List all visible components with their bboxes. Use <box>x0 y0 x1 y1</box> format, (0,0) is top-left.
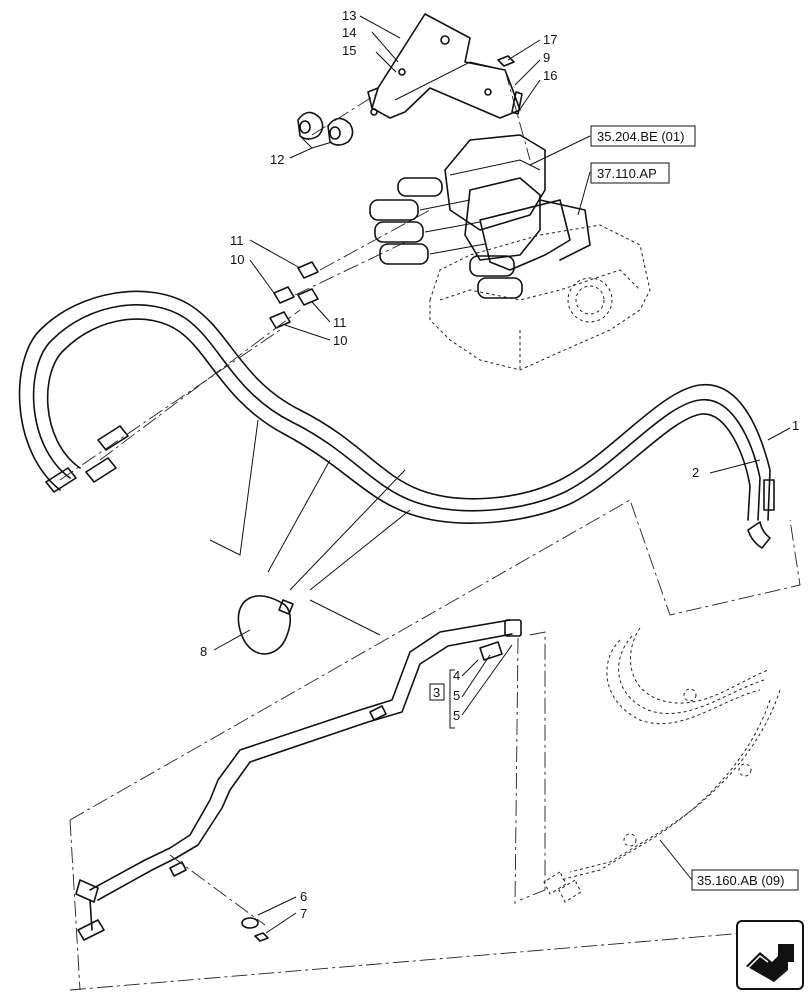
callout-16: 16 <box>543 68 557 83</box>
callout-numbers: 13 14 15 12 17 9 16 11 10 11 10 1 2 8 4 … <box>200 8 799 921</box>
alternate-hose-view <box>543 627 781 903</box>
callout-2: 2 <box>692 465 699 480</box>
bolt-and-nut <box>497 55 523 115</box>
strap-indicators <box>209 419 411 636</box>
next-page-button[interactable] <box>736 920 804 990</box>
callout-10-bottom: 10 <box>333 333 347 348</box>
rigid-pipe <box>75 619 522 941</box>
callout-12: 12 <box>270 152 284 167</box>
callout-10-top: 10 <box>230 252 244 267</box>
callout-8: 8 <box>200 644 207 659</box>
callout-4: 4 <box>453 668 460 683</box>
washer-and-nut <box>241 917 269 942</box>
callout-3: 3 <box>433 685 440 700</box>
callout-13: 13 <box>342 8 356 23</box>
alignment-lines <box>59 69 801 991</box>
callout-5-second: 5 <box>453 708 460 723</box>
callout-11-bottom: 11 <box>333 315 347 330</box>
ref-35-204-be[interactable]: 35.204.BE (01) <box>590 125 696 147</box>
callout-9: 9 <box>543 50 550 65</box>
next-page-arrow-icon <box>746 944 794 982</box>
callout-14: 14 <box>342 25 356 40</box>
ref-37-110-ap-label: 37.110.AP <box>597 166 657 181</box>
mounting-bracket <box>367 13 521 119</box>
callout-leaders <box>213 15 791 934</box>
hose-strap <box>237 595 294 655</box>
callout-7: 7 <box>300 906 307 921</box>
callout-1: 1 <box>792 418 799 433</box>
ref-35-160-ab-label: 35.160.AB (09) <box>697 873 784 888</box>
ref-37-110-ap[interactable]: 37.110.AP <box>590 162 670 184</box>
callout-6: 6 <box>300 889 307 904</box>
hose-clips <box>297 111 354 146</box>
hydraulic-hoses <box>18 290 775 549</box>
ref-35-204-be-label: 35.204.BE (01) <box>597 129 684 144</box>
callout-15: 15 <box>342 43 356 58</box>
callout-5-first: 5 <box>453 688 460 703</box>
callout-11-top: 11 <box>230 233 244 248</box>
ref-35-160-ab[interactable]: 35.160.AB (09) <box>691 869 799 891</box>
kit-callout-3: 3 <box>429 683 445 701</box>
hose-fittings <box>269 261 319 329</box>
callout-17: 17 <box>543 32 557 47</box>
